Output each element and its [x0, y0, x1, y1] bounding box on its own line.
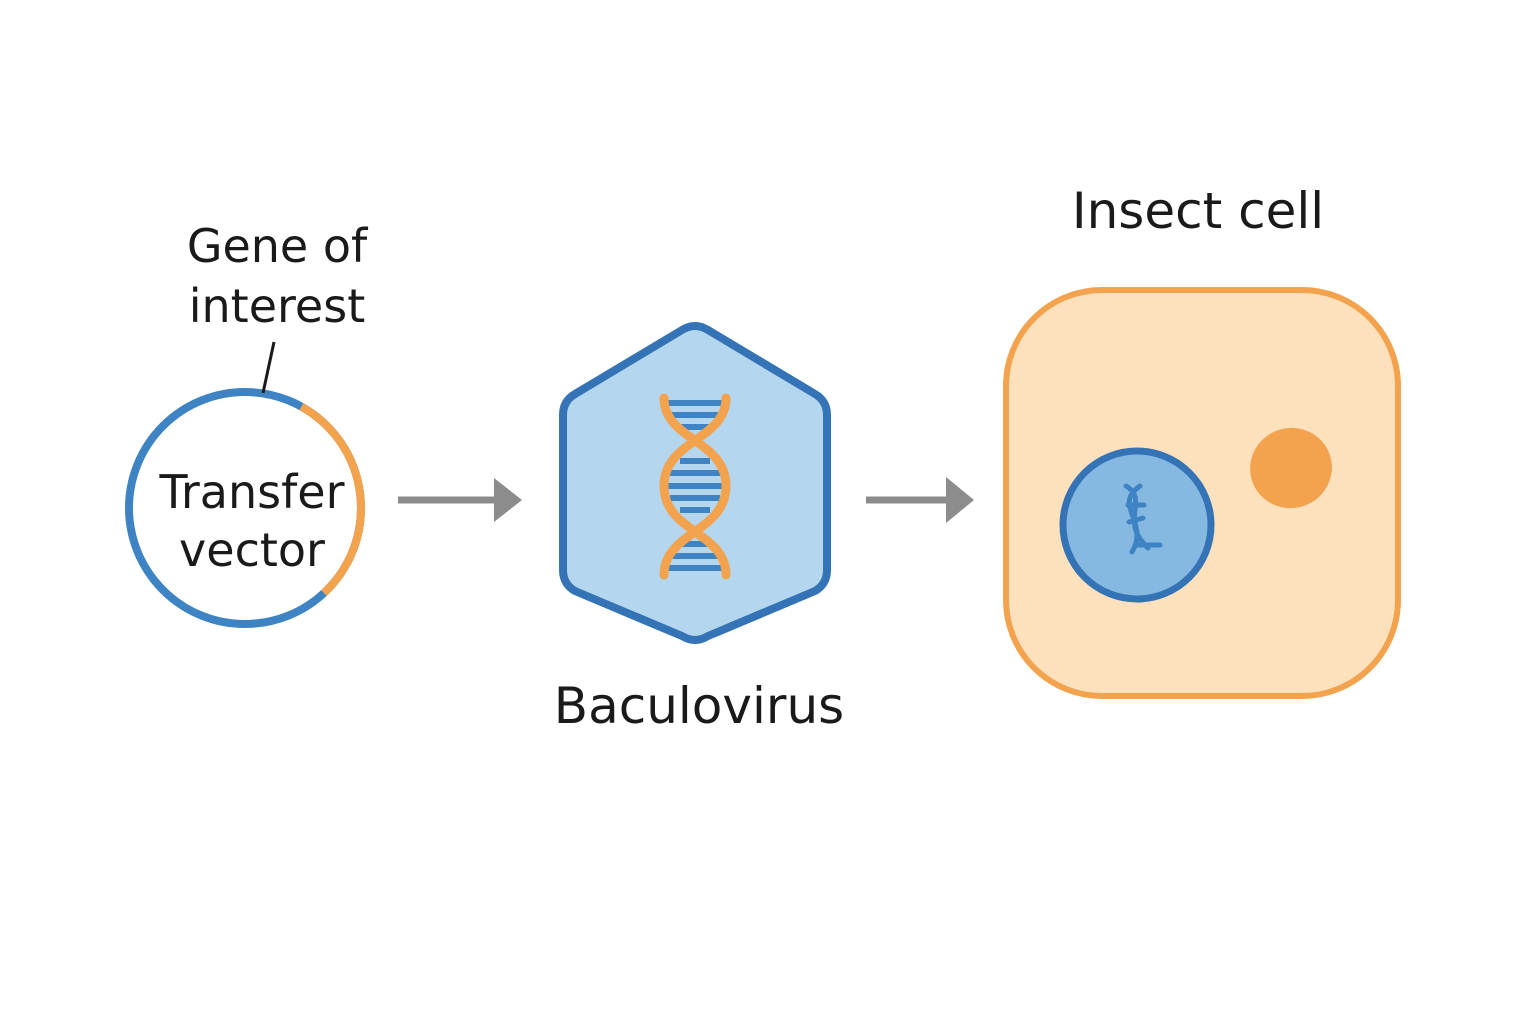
arrow-2	[866, 477, 974, 523]
baculovirus: Baculovirus	[554, 322, 844, 735]
organelle	[1250, 427, 1332, 509]
arrow-1	[398, 478, 522, 522]
gene-of-interest-label-line-1: Gene of	[187, 219, 369, 273]
nucleus-dna-icon	[1123, 483, 1163, 555]
transfer-vector: Transfer vector	[125, 341, 365, 628]
gene-of-interest-label-line-2: interest	[189, 279, 365, 333]
gene-pointer-line	[261, 341, 276, 394]
transfer-vector-label-line-1: Transfer	[159, 465, 345, 519]
baculovirus-label: Baculovirus	[554, 677, 844, 735]
gene-segment	[299, 403, 365, 596]
insect-cell-label: Insect cell	[1072, 182, 1324, 240]
insect-cell: Insect cell	[1003, 182, 1401, 699]
dna-icon	[659, 393, 731, 580]
transfer-vector-label-line-2: vector	[179, 523, 325, 577]
